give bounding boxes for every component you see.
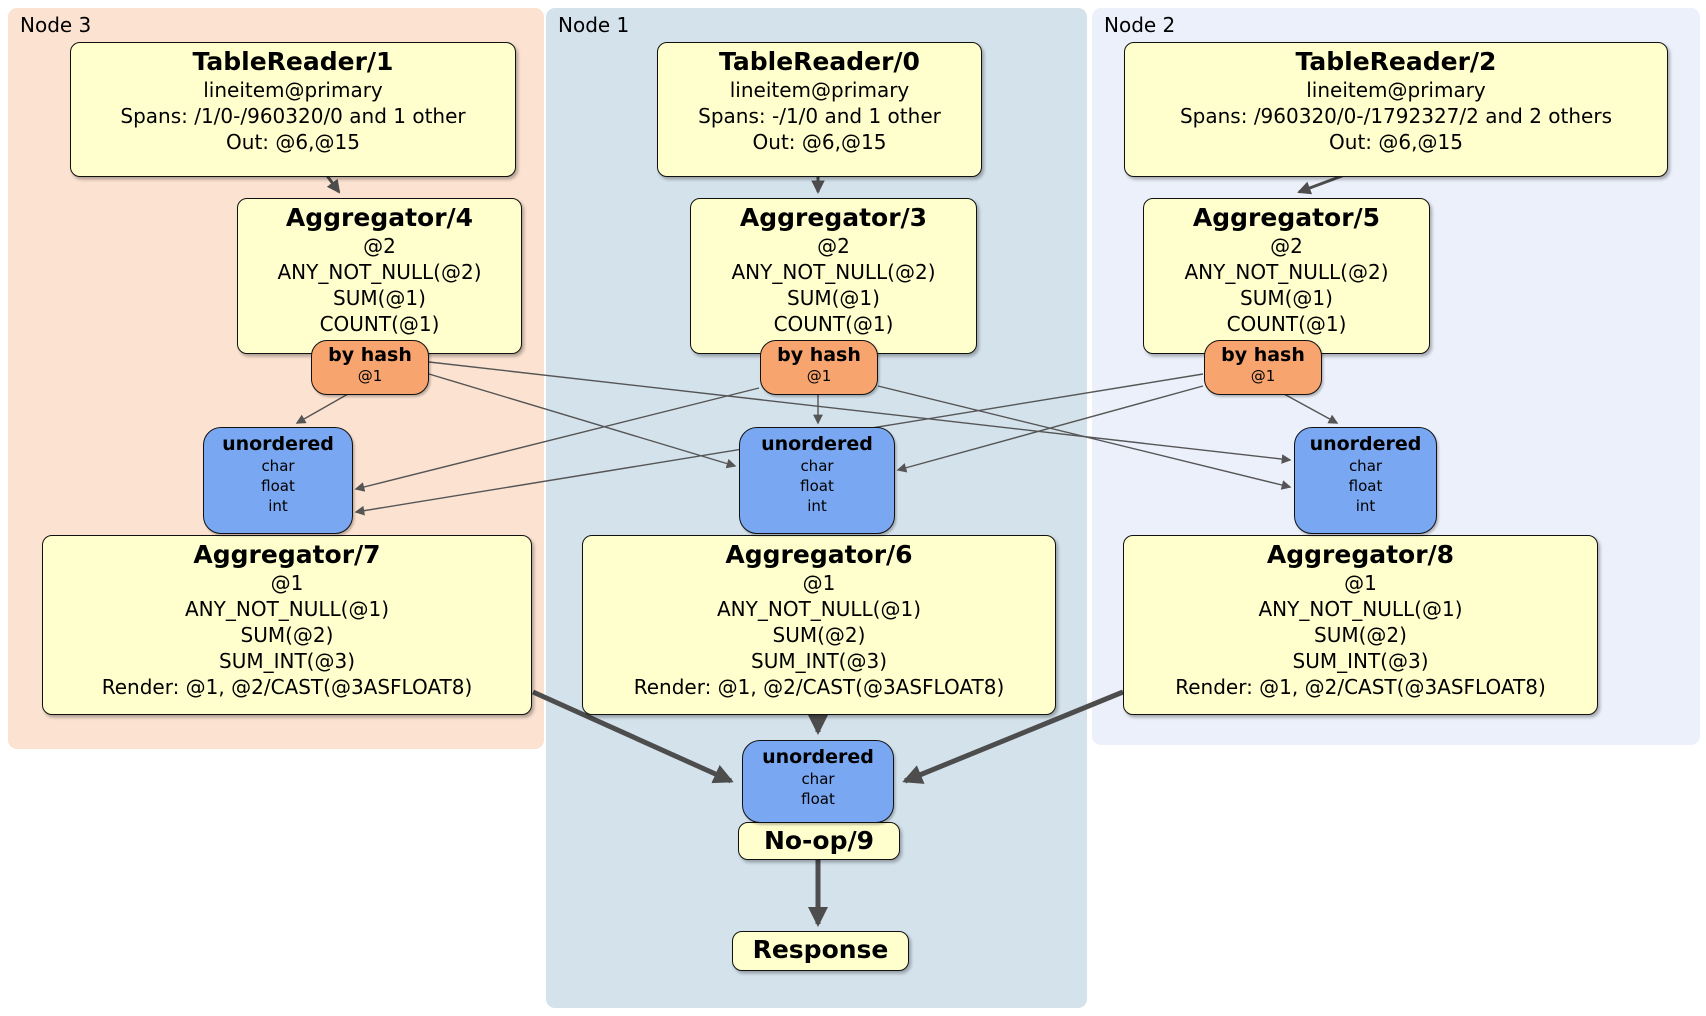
stream-type: float — [261, 477, 295, 495]
processor-tablereader-1: TableReader/1 lineitem@primary Spans: /1… — [70, 42, 516, 177]
processor-title: TableReader/1 — [192, 47, 394, 76]
processor-detail: @1 — [802, 571, 836, 595]
processor-detail: @2 — [817, 234, 850, 258]
stream-type: char — [261, 457, 295, 475]
processor-detail: SUM(@2) — [772, 623, 866, 647]
processor-detail: COUNT(@1) — [1226, 312, 1347, 336]
router-detail: @1 — [357, 367, 383, 385]
processor-detail: ANY_NOT_NULL(@1) — [1258, 597, 1463, 621]
processor-detail: SUM(@1) — [1240, 286, 1333, 310]
processor-detail: SUM(@1) — [333, 286, 426, 310]
processor-detail: ANY_NOT_NULL(@2) — [731, 260, 936, 284]
stream-type: int — [1355, 497, 1376, 515]
router-title: by hash — [328, 344, 412, 366]
processor-detail: @1 — [270, 571, 304, 595]
processor-detail: lineitem@primary — [203, 78, 383, 102]
processor-aggregator-3: Aggregator/3 @2 ANY_NOT_NULL(@2) SUM(@1)… — [690, 198, 977, 354]
processor-detail: Spans: /960320/0-/1792327/2 and 2 others — [1179, 104, 1612, 128]
processor-aggregator-5: Aggregator/5 @2 ANY_NOT_NULL(@2) SUM(@1)… — [1143, 198, 1430, 354]
processor-title: No-op/9 — [763, 826, 875, 855]
processor-aggregator-8: Aggregator/8 @1 ANY_NOT_NULL(@1) SUM(@2)… — [1123, 535, 1598, 715]
router-title: by hash — [777, 344, 861, 366]
stream-type: float — [801, 790, 835, 808]
processor-detail: Spans: -/1/0 and 1 other — [698, 104, 941, 128]
processor-noop-9: No-op/9 — [738, 822, 900, 860]
processor-detail: @2 — [1270, 234, 1303, 258]
stream-type: float — [1348, 477, 1383, 495]
processor-detail: ANY_NOT_NULL(@2) — [277, 260, 482, 284]
node3-label: Node 3 — [20, 13, 92, 37]
stream-type: int — [268, 497, 288, 515]
stream-type: float — [800, 477, 834, 495]
stream-type: int — [807, 497, 827, 515]
stream-type: char — [1348, 457, 1383, 475]
aggregator-to-final-edges — [531, 689, 1124, 927]
stream-unordered-node2: unordered char float int — [1294, 427, 1437, 534]
processor-detail: COUNT(@1) — [773, 312, 894, 336]
processor-title: TableReader/0 — [719, 47, 920, 76]
processor-title: Aggregator/6 — [725, 540, 913, 569]
processor-detail: SUM_INT(@3) — [1292, 649, 1429, 673]
router-title: by hash — [1221, 344, 1305, 366]
processor-detail: Out: @6,@15 — [1329, 130, 1463, 154]
processor-tablereader-0: TableReader/0 lineitem@primary Spans: -/… — [657, 42, 982, 177]
processor-aggregator-4: Aggregator/4 @2 ANY_NOT_NULL(@2) SUM(@1)… — [237, 198, 522, 354]
processor-aggregator-6: Aggregator/6 @1 ANY_NOT_NULL(@1) SUM(@2)… — [582, 535, 1056, 715]
processor-detail: ANY_NOT_NULL(@1) — [717, 597, 921, 621]
processor-title: Aggregator/7 — [193, 540, 381, 569]
processor-detail: Render: @1, @2/CAST(@3ASFLOAT8) — [1175, 675, 1546, 699]
processor-title: Aggregator/4 — [285, 203, 474, 232]
processor-response: Response — [732, 931, 909, 971]
stream-title: unordered — [1309, 433, 1422, 455]
processor-detail: ANY_NOT_NULL(@2) — [1184, 260, 1389, 284]
router-detail: @1 — [806, 367, 832, 385]
processor-detail: @2 — [363, 234, 396, 258]
processor-detail: COUNT(@1) — [319, 312, 440, 336]
processor-detail: Out: @6,@15 — [226, 130, 360, 154]
processor-detail: SUM(@1) — [787, 286, 880, 310]
processor-detail: lineitem@primary — [729, 78, 910, 102]
router-by-hash-node3: by hash @1 — [311, 340, 429, 395]
processor-aggregator-7: Aggregator/7 @1 ANY_NOT_NULL(@1) SUM(@2)… — [42, 535, 532, 715]
processor-detail: @1 — [1344, 571, 1377, 595]
stream-type: char — [800, 457, 834, 475]
processor-title: Aggregator/8 — [1266, 540, 1455, 569]
processor-title: Response — [752, 935, 889, 964]
stream-unordered-final: unordered char float — [742, 740, 894, 823]
processor-detail: ANY_NOT_NULL(@1) — [185, 597, 389, 621]
router-detail: @1 — [1250, 367, 1276, 385]
node1-label: Node 1 — [558, 13, 630, 37]
processor-detail: SUM_INT(@3) — [751, 649, 887, 673]
processor-title: Aggregator/5 — [1192, 203, 1381, 232]
processor-detail: SUM_INT(@3) — [219, 649, 355, 673]
processor-detail: SUM(@2) — [1314, 623, 1407, 647]
node2-label: Node 2 — [1104, 13, 1176, 37]
processor-detail: lineitem@primary — [1306, 78, 1486, 102]
stream-unordered-node1: unordered char float int — [739, 427, 895, 534]
processor-detail: Render: @1, @2/CAST(@3ASFLOAT8) — [101, 675, 473, 699]
stream-type: char — [801, 770, 835, 788]
stream-title: unordered — [222, 433, 334, 455]
processor-detail: Render: @1, @2/CAST(@3ASFLOAT8) — [633, 675, 1005, 699]
stream-title: unordered — [762, 746, 874, 768]
router-by-hash-node1: by hash @1 — [760, 340, 878, 395]
processor-title: Aggregator/3 — [739, 203, 928, 232]
router-by-hash-node2: by hash @1 — [1204, 340, 1322, 395]
processor-detail: SUM(@2) — [240, 623, 334, 647]
stream-unordered-node3: unordered char float int — [203, 427, 353, 534]
processor-title: TableReader/2 — [1295, 47, 1497, 76]
processor-detail: Spans: /1/0-/960320/0 and 1 other — [120, 104, 466, 128]
processor-detail: Out: @6,@15 — [752, 130, 887, 154]
stream-title: unordered — [761, 433, 873, 455]
processor-tablereader-2: TableReader/2 lineitem@primary Spans: /9… — [1124, 42, 1668, 177]
